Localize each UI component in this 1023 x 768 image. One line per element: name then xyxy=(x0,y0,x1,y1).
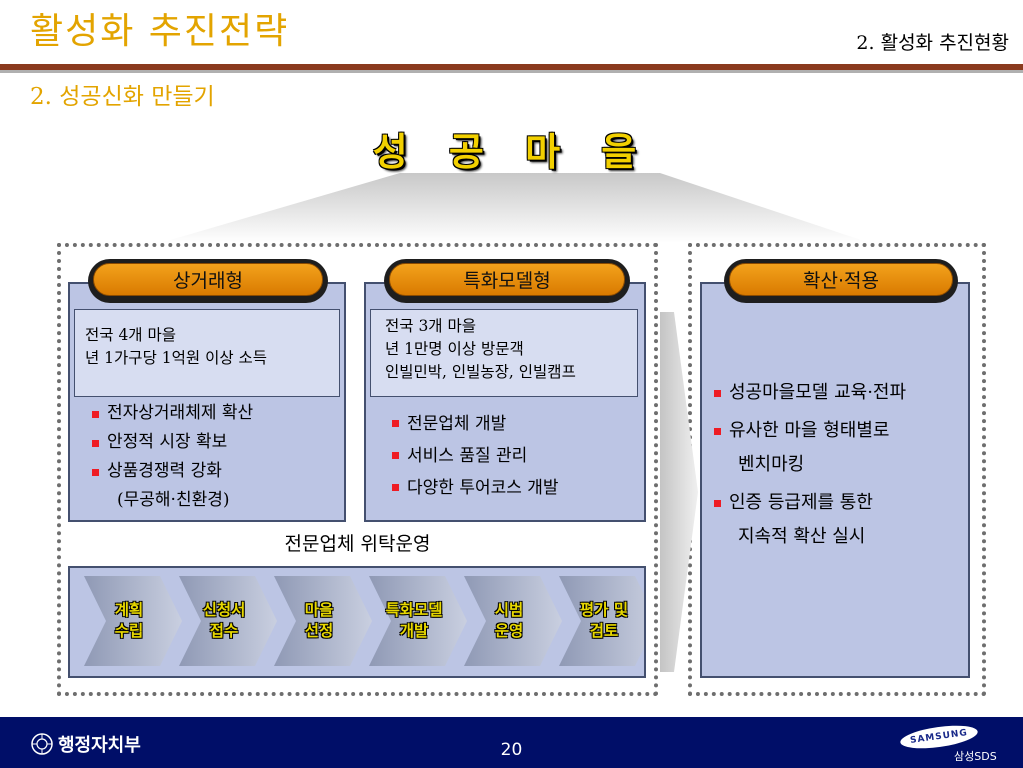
outsource-label: 전문업체 위탁운영 xyxy=(284,533,431,555)
page-title: 활성화 추진전략 xyxy=(30,11,290,52)
process-chevron xyxy=(559,576,644,666)
commerce-info-line: 년 1가구당 1억원 이상 소득 xyxy=(85,349,268,367)
list-item: 상품경쟁력 강화 xyxy=(92,457,253,486)
section-label: 2. 활성화 추진현황 xyxy=(856,32,1009,54)
process-step-line: 운영 xyxy=(494,621,524,640)
process-step-line: 특화모델 xyxy=(385,600,443,619)
list-item: 전문업체 개발 xyxy=(392,408,559,440)
spread-heading-label: 확산·적용 xyxy=(729,263,953,296)
process-step-line: 접수 xyxy=(209,621,239,640)
spread-bullets: 성공마을모델 교육·전파 유사한 마을 형태별로 벤치마킹 인증 등급제를 통한… xyxy=(714,374,906,556)
brand-sub: 삼성SDS xyxy=(954,750,997,763)
list-item: 인증 등급제를 통한 xyxy=(714,484,906,522)
process-step-line: 수립 xyxy=(114,621,144,640)
special-heading: 특화모델형 xyxy=(384,259,630,303)
footer-org: 행정자치부 xyxy=(30,731,141,757)
process-chevrons xyxy=(84,576,644,666)
special-info-line: 년 1만명 이상 방문객 xyxy=(385,340,524,358)
process-chevron xyxy=(84,576,182,666)
emblem-icon xyxy=(31,733,53,755)
commerce-heading-label: 상거래형 xyxy=(93,263,323,296)
roof-shape xyxy=(160,173,870,243)
list-item: 다양한 투어코스 개발 xyxy=(392,472,559,504)
list-item-continuation: (무공해·친환경) xyxy=(117,490,230,510)
special-heading-label: 특화모델형 xyxy=(389,263,625,296)
hero-title: 성 공 마 을 xyxy=(372,129,651,174)
commerce-info-line: 전국 4개 마을 xyxy=(85,326,177,344)
commerce-heading: 상거래형 xyxy=(88,259,328,303)
process-step-line: 검토 xyxy=(589,621,619,640)
process-step-line: 평가 및 xyxy=(579,600,629,619)
special-bullets: 전문업체 개발 서비스 품질 관리 다양한 투어코스 개발 xyxy=(392,408,559,504)
list-item-continuation: 벤치마킹 xyxy=(738,454,805,475)
list-item: 유사한 마을 형태별로 xyxy=(714,412,906,450)
process-step-line: 마을 xyxy=(304,600,334,619)
list-item-continuation: 지속적 확산 실시 xyxy=(738,526,866,547)
left-frame xyxy=(57,243,658,696)
process-chevron xyxy=(369,576,467,666)
process-step-line: 계획 xyxy=(114,600,144,619)
list-item: 전자상거래체제 확산 xyxy=(92,399,253,428)
list-item: 안정적 시장 확보 xyxy=(92,428,253,457)
header-rule-shadow xyxy=(0,70,1023,73)
spread-heading: 확산·적용 xyxy=(724,259,958,303)
process-chevron xyxy=(464,576,562,666)
spread-panel xyxy=(700,282,970,678)
commerce-info-box: 전국 4개 마을 년 1가구당 1억원 이상 소득 xyxy=(74,309,340,397)
process-step-line: 선정 xyxy=(304,621,334,640)
page-number: 20 xyxy=(500,740,523,760)
special-info-box: 전국 3개 마을 년 1만명 이상 방문객 인빌민박, 인빌농장, 인빌캠프 xyxy=(370,309,638,397)
footer-bar xyxy=(0,717,1023,768)
process-step-line: 시범 xyxy=(494,600,524,619)
header-rule xyxy=(0,64,1023,70)
process-step-line: 신청서 xyxy=(202,600,246,619)
flow-arrow xyxy=(660,312,698,672)
subtitle: 2. 성공신화 만들기 xyxy=(30,84,215,110)
special-info-line: 인빌민박, 인빌농장, 인빌캠프 xyxy=(385,363,576,381)
commerce-bullets: 전자상거래체제 확산 안정적 시장 확보 상품경쟁력 강화 (무공해·친환경) xyxy=(92,399,253,515)
process-step-line: 개발 xyxy=(399,621,429,640)
process-chevron xyxy=(274,576,372,666)
footer-org-name: 행정자치부 xyxy=(58,735,141,756)
process-chevron xyxy=(179,576,277,666)
special-info-line: 전국 3개 마을 xyxy=(385,317,477,335)
list-item: 성공마을모델 교육·전파 xyxy=(714,374,906,412)
list-item: 서비스 품질 관리 xyxy=(392,440,559,472)
